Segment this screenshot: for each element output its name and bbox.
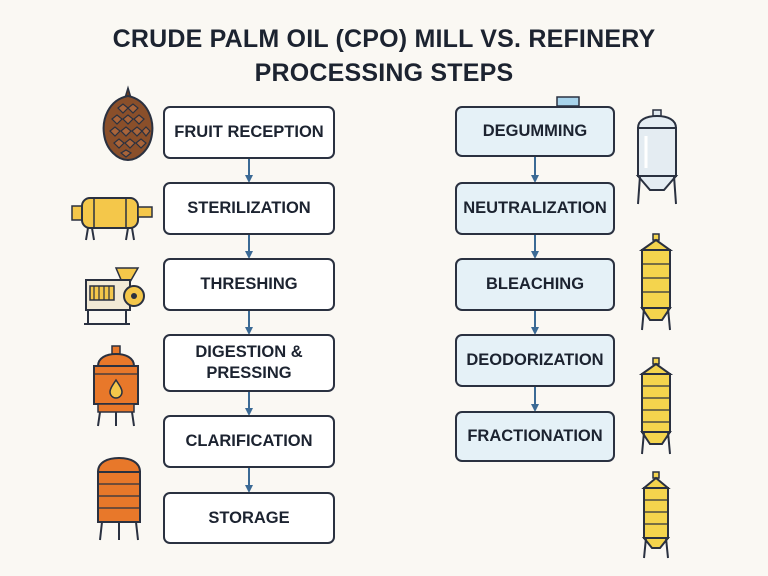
mill-step-label: CLARIFICATION: [185, 432, 313, 450]
mill-step-threshing: THRESHING: [163, 258, 335, 311]
refinery-step-label: DEODORIZATION: [466, 351, 604, 369]
sterilizer-vessel-icon: [71, 197, 153, 241]
mill-step-storage: STORAGE: [163, 492, 335, 544]
deodorizer-column-icon: [638, 357, 674, 455]
digester-tank-icon: [93, 345, 139, 427]
fractionation-column-icon: [641, 471, 671, 559]
thresher-machine-icon: [84, 267, 145, 325]
refinery-step-label: FRACTIONATION: [467, 427, 603, 445]
mill-step-label: STERILIZATION: [187, 199, 311, 217]
refinery-step-neutralization: NEUTRALIZATION: [455, 182, 615, 235]
mill-step-sterilization: STERILIZATION: [163, 182, 335, 235]
palm-fruit-bunch-icon: [102, 85, 154, 162]
refinery-step-label: DEGUMMING: [482, 122, 588, 140]
refinery-step-label: NEUTRALIZATION: [463, 199, 607, 217]
diagram-title: CRUDE PALM OIL (CPO) MILL VS. REFINERY P…: [0, 22, 768, 90]
title-line-1: CRUDE PALM OIL (CPO) MILL VS. REFINERY: [112, 25, 656, 53]
degumming-tank-icon: [635, 109, 679, 205]
mill-step-digestion-pressing: DIGESTION & PRESSING: [163, 334, 335, 392]
mill-step-clarification: CLARIFICATION: [163, 415, 335, 468]
refinery-step-fractionation: FRACTIONATION: [455, 411, 615, 462]
refinery-step-bleaching: BLEACHING: [455, 258, 615, 311]
mill-step-label: THRESHING: [200, 275, 298, 293]
refinery-step-deodorization: DEODORIZATION: [455, 334, 615, 387]
storage-silo-icon: [96, 456, 142, 541]
title-line-2: PROCESSING STEPS: [254, 59, 514, 87]
refinery-step-label: BLEACHING: [485, 275, 585, 293]
neutralizer-column-icon: [638, 233, 674, 331]
refinery-step-degumming: DEGUMMING: [455, 106, 615, 157]
mill-step-label: DIGESTION & PRESSING: [195, 343, 303, 382]
mill-step-label: FRUIT RECEPTION: [174, 123, 324, 141]
mill-step-label: STORAGE: [208, 508, 290, 527]
degumming-tab-icon: [556, 96, 580, 107]
mill-step-fruit-reception: FRUIT RECEPTION: [163, 106, 335, 159]
